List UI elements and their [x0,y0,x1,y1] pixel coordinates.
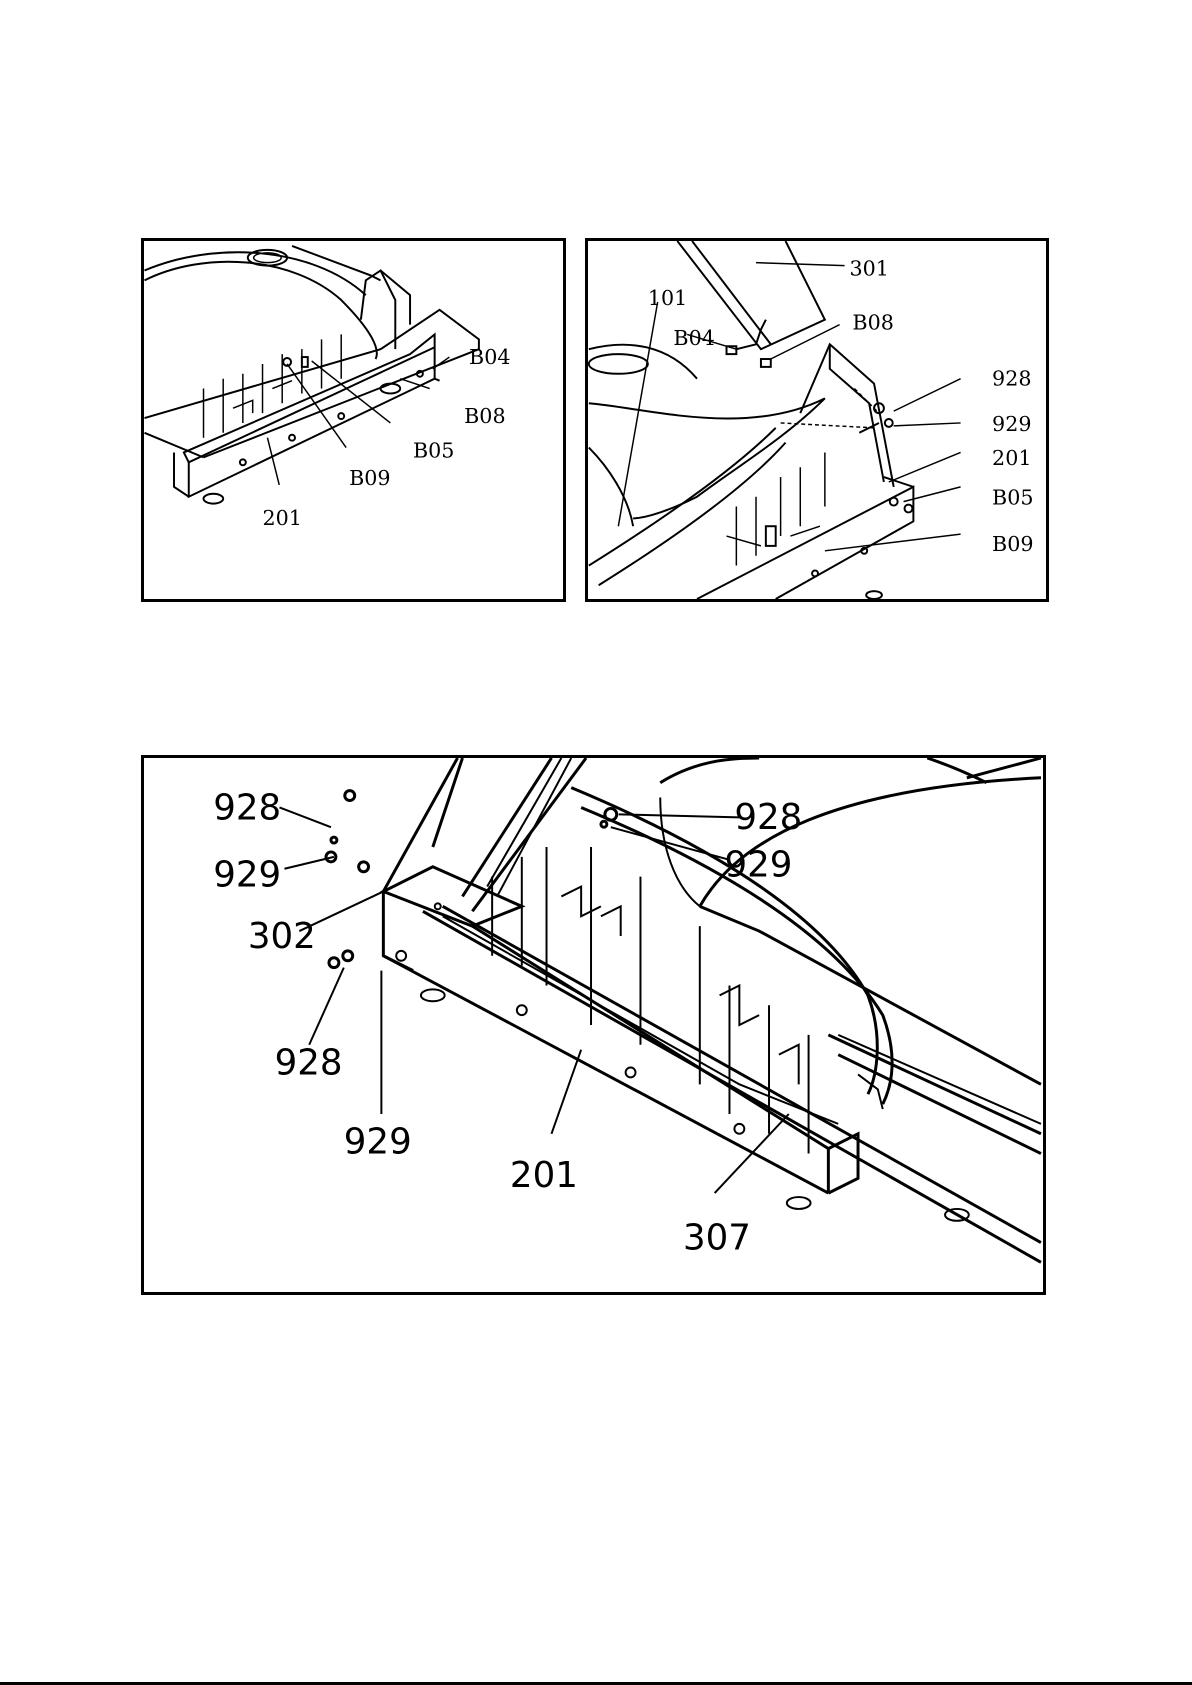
label-301: 301 [849,256,888,280]
label-928-top-left: 928 [213,787,281,828]
label-b04: B04 [673,326,714,350]
label-307: 307 [683,1217,751,1258]
label-b05: B05 [992,486,1033,510]
panel-c-drawing: 928 929 302 928 929 928 929 201 307 [144,758,1043,1292]
label-b08: B08 [464,404,505,428]
label-929-left: 929 [344,1122,412,1163]
panel-a-drawing: B04 B08 B05 B09 201 [144,241,563,599]
label-928: 928 [992,367,1031,391]
label-929: 929 [992,412,1031,436]
diagram-panel-c: 928 929 302 928 929 928 929 201 307 [141,755,1046,1295]
label-201: 201 [510,1155,578,1196]
label-101: 101 [648,286,687,310]
label-b09: B09 [992,532,1033,556]
label-928-left: 928 [275,1042,343,1083]
diagram-panel-b: 301 101 B04 B08 928 929 201 B05 B09 [585,238,1049,602]
diagram-panel-a: B04 B08 B05 B09 201 [141,238,566,602]
label-b08: B08 [852,311,893,335]
label-929-top-right: 929 [725,845,793,886]
label-201: 201 [992,446,1031,470]
label-302: 302 [248,916,316,957]
label-b05: B05 [413,438,454,462]
label-b04: B04 [469,345,510,369]
label-201: 201 [263,506,302,530]
label-b09: B09 [349,466,390,490]
label-928-top-right: 928 [734,797,802,838]
label-929-top-left: 929 [213,855,281,896]
panel-b-drawing: 301 101 B04 B08 928 929 201 B05 B09 [588,241,1046,599]
